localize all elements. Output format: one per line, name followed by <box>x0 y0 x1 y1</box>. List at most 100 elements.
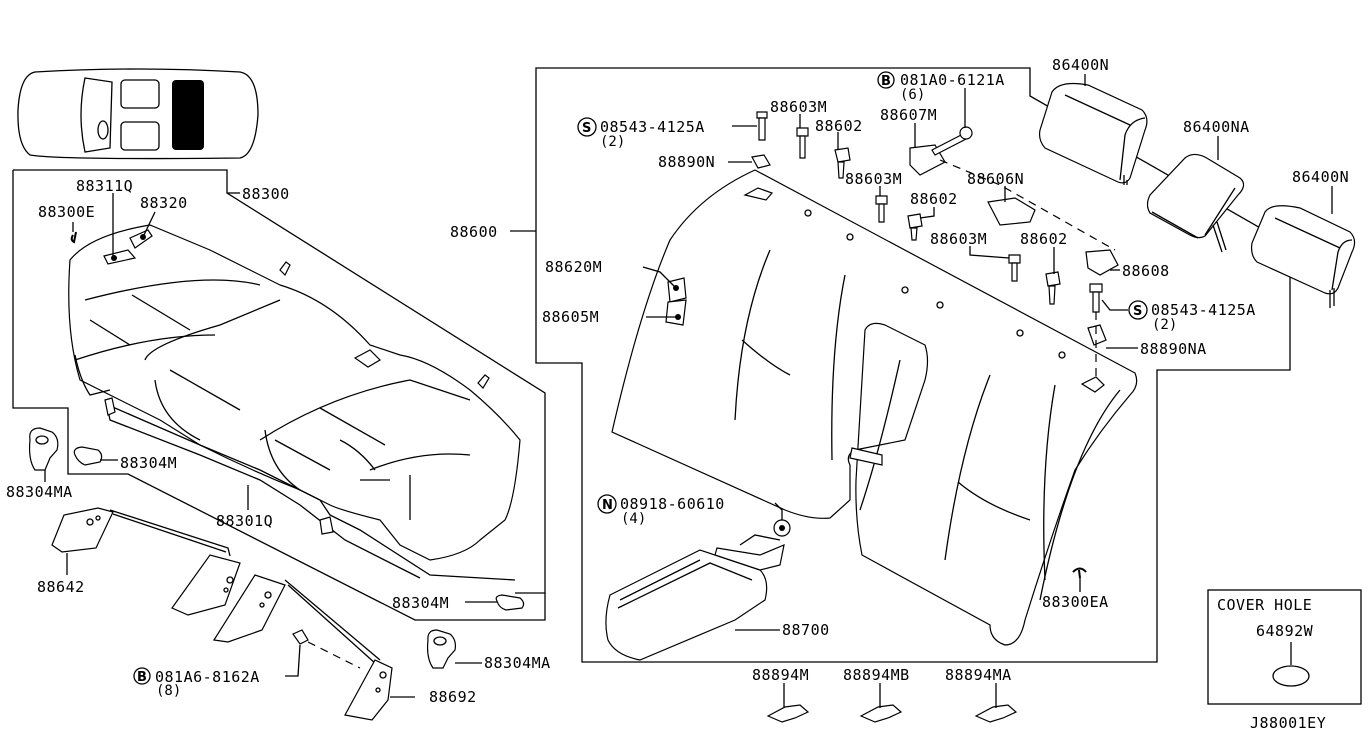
label-88692: 88692 <box>429 688 477 706</box>
clip-88894M-icon[interactable] <box>766 704 810 723</box>
label-88894M: 88894M <box>752 666 809 684</box>
label-88620M: 88620M <box>545 258 602 276</box>
headrest-86400N-left[interactable] <box>1038 82 1148 185</box>
label-88700: 88700 <box>782 621 830 639</box>
label-88894MA: 88894MA <box>945 666 1012 684</box>
seat-cushion-88300[interactable] <box>68 224 521 561</box>
svg-text:(4): (4) <box>621 511 646 527</box>
bolt-prefix-b: B <box>137 670 147 685</box>
clip-88602-icon[interactable] <box>1045 271 1061 305</box>
label-86400N-left: 86400N <box>1052 56 1109 74</box>
headrest-86400N-right[interactable] <box>1250 205 1356 308</box>
label-86400N-right: 86400N <box>1292 168 1349 186</box>
svg-text:(2): (2) <box>600 134 625 150</box>
headrest-86400NA-center[interactable] <box>1146 153 1245 253</box>
label-88603M: 88603M <box>845 170 902 188</box>
svg-text:S: S <box>582 121 591 136</box>
clip-88890NA-icon[interactable] <box>1087 324 1107 346</box>
bolt-88603M-icon[interactable] <box>796 127 809 159</box>
svg-text:08543-4125A: 08543-4125A <box>1151 301 1256 319</box>
middle-seat-left-icon <box>120 79 160 109</box>
cushion-trim-88301Q[interactable] <box>104 397 516 581</box>
bracket-88608-icon[interactable] <box>1085 249 1119 276</box>
middle-seat-right-icon <box>120 121 160 151</box>
svg-text:08918-60610: 08918-60610 <box>620 495 725 513</box>
svg-text:(6): (6) <box>900 87 925 103</box>
cushion-latch-icon <box>353 349 381 368</box>
label-88602: 88602 <box>910 190 958 208</box>
cushion-group-frame <box>13 169 546 594</box>
armrest-88700[interactable] <box>605 534 785 661</box>
seat-frame-88642[interactable] <box>51 507 381 665</box>
svg-text:08543-4125A: 08543-4125A <box>600 118 705 136</box>
bolt-08543-right-icon[interactable] <box>1089 283 1103 313</box>
cushion-group-frame-lower <box>12 170 546 621</box>
clip-88894MB-icon[interactable] <box>859 704 903 723</box>
label-88607M: 88607M <box>880 106 937 124</box>
svg-text:N: N <box>602 498 613 513</box>
seat-position-indicator <box>17 68 259 160</box>
label-08543-4125A-left: S 08543-4125A (2) <box>577 117 705 150</box>
label-88605M: 88605M <box>542 308 599 326</box>
svg-text:(2): (2) <box>1152 317 1177 333</box>
label-88890N: 88890N <box>658 153 715 171</box>
cover-88304MA-icon[interactable] <box>426 629 457 669</box>
cover-88304MA-icon[interactable] <box>28 427 59 471</box>
label-081A0-6121A: B 081A0-6121A (6) <box>877 71 1005 103</box>
bolt-88603M-icon[interactable] <box>1008 254 1021 282</box>
label-88603M: 88603M <box>930 230 987 248</box>
label-88602: 88602 <box>815 117 863 135</box>
cushion-hook-icon <box>279 261 291 277</box>
label-88642: 88642 <box>37 578 85 596</box>
svg-text:081A0-6121A: 081A0-6121A <box>900 71 1005 89</box>
label-08543-4125A-right: S 08543-4125A (2) <box>1128 300 1256 333</box>
label-88304M-left: 88304M <box>120 454 177 472</box>
clip-88602-icon[interactable] <box>834 147 851 179</box>
svg-text:S: S <box>1133 304 1142 319</box>
part-88311Q-icon[interactable] <box>103 249 137 265</box>
cover-hole-legend: COVER HOLE 64892W <box>1207 589 1362 705</box>
bracket-88605M-icon[interactable] <box>665 299 687 326</box>
svg-text:B: B <box>881 74 891 89</box>
label-88606N: 88606N <box>967 170 1024 188</box>
cushion-hook-icon <box>477 374 490 389</box>
label-88890NA: 88890NA <box>1140 340 1207 358</box>
clip-88300E-icon[interactable] <box>70 231 77 244</box>
clip-88300EA-icon[interactable] <box>1072 567 1087 579</box>
svg-text:(8): (8) <box>156 683 181 699</box>
seatback-88600[interactable] <box>611 169 1138 646</box>
label-88603M: 88603M <box>770 98 827 116</box>
label-88311Q: 88311Q <box>76 177 133 195</box>
cap-88304M-icon[interactable] <box>73 446 103 466</box>
leader-lines <box>44 74 1333 708</box>
label-86400NA: 86400NA <box>1183 118 1250 136</box>
bolt-081A6-icon[interactable] <box>292 629 309 645</box>
bolt-88603M-icon[interactable] <box>875 195 888 223</box>
label-88301Q: 88301Q <box>216 512 273 530</box>
bracket-88606N-icon[interactable] <box>987 197 1036 226</box>
rear-seat-highlight-icon <box>172 80 204 150</box>
label-08918-60610: N 08918-60610 (4) <box>597 494 725 527</box>
label-081A6-8162A: B 081A6-8162A (8) <box>133 667 260 699</box>
svg-text:081A6-8162A: 081A6-8162A <box>155 668 260 686</box>
label-88602: 88602 <box>1020 230 1068 248</box>
label-88300E: 88300E <box>38 203 95 221</box>
label-88304MA-left: 88304MA <box>6 483 73 501</box>
label-88894MB: 88894MB <box>843 666 910 684</box>
cap-88304M-icon[interactable] <box>495 594 525 611</box>
label-88304MA-right: 88304MA <box>484 654 551 672</box>
cover-hole-icon <box>1272 665 1310 687</box>
legend-part-number: 64892W <box>1256 622 1314 640</box>
clip-88894MA-icon[interactable] <box>974 704 1018 723</box>
label-88300EA: 88300EA <box>1042 593 1109 611</box>
bolt-081A0-icon[interactable] <box>931 126 973 156</box>
label-88608: 88608 <box>1122 262 1170 280</box>
label-88320: 88320 <box>140 194 188 212</box>
bolt-08543-left-icon[interactable] <box>756 111 768 141</box>
clip-88602-icon[interactable] <box>907 213 923 241</box>
label-88600: 88600 <box>450 223 498 241</box>
seat-frame-88692[interactable] <box>344 659 393 721</box>
clip-88890N-icon[interactable] <box>751 154 771 169</box>
label-88300: 88300 <box>242 185 290 203</box>
